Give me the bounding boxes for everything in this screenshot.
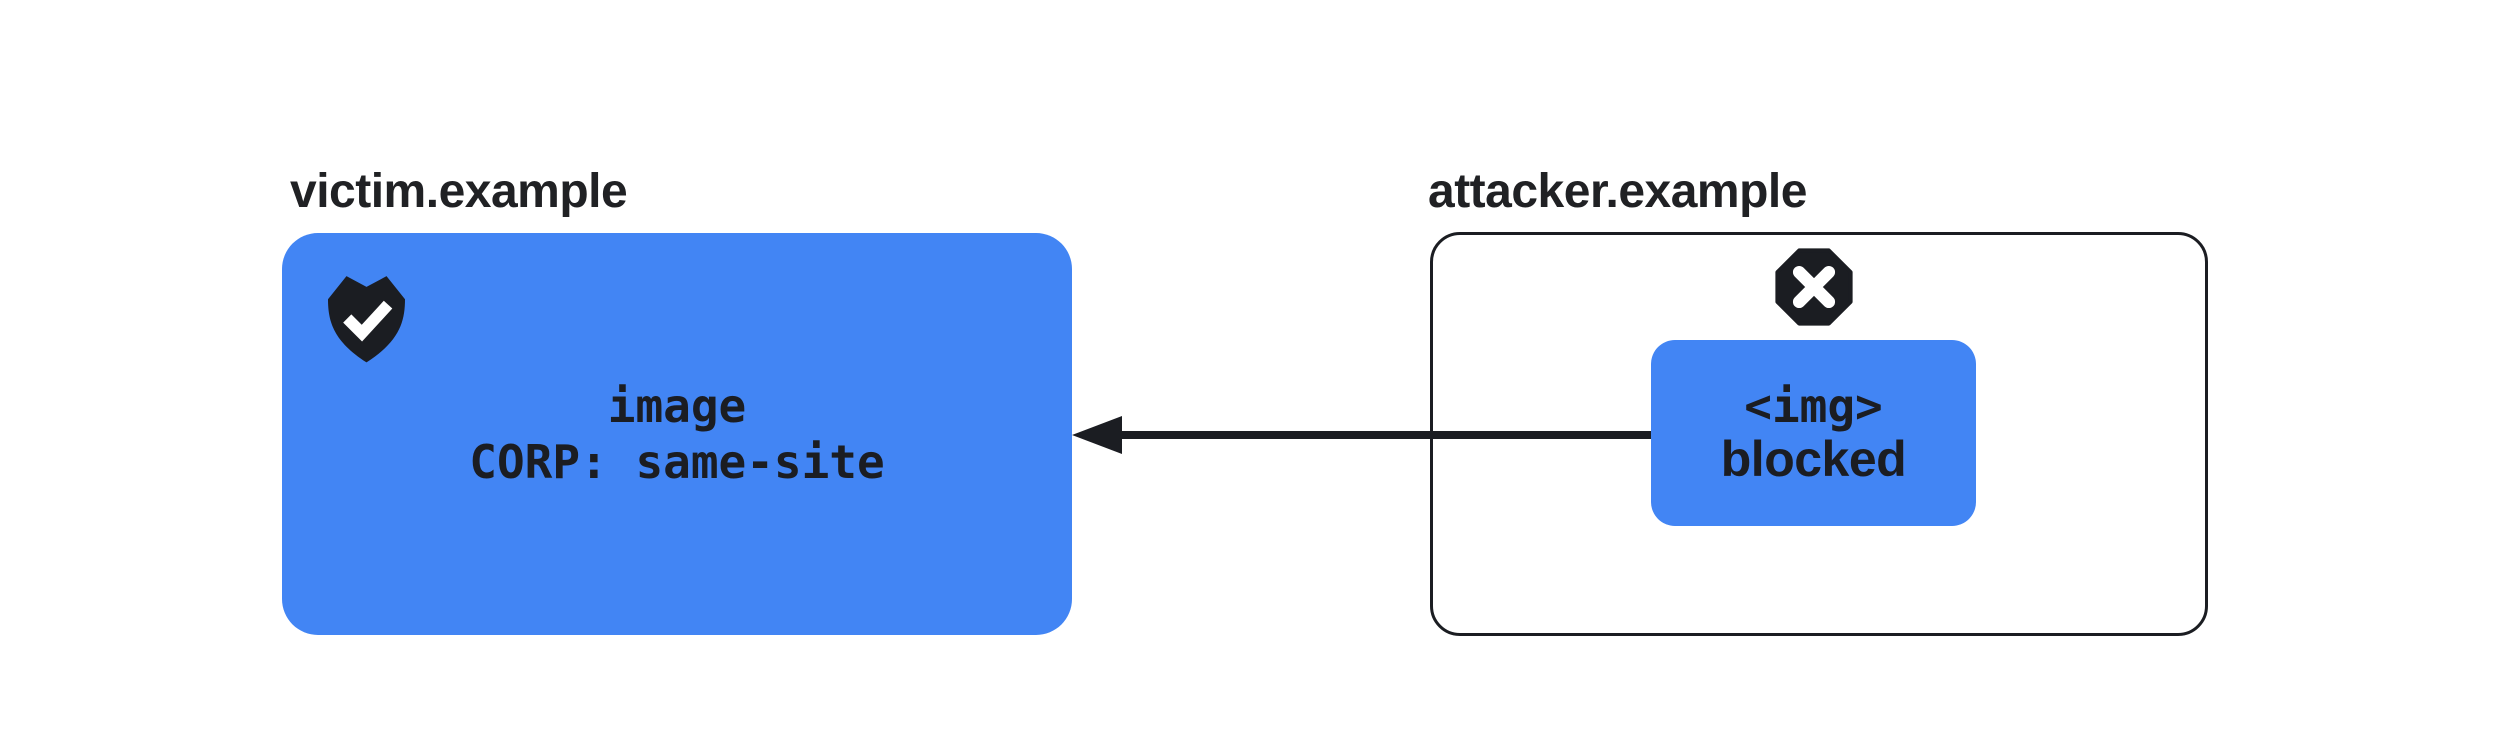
attacker-domain-label: attacker.example bbox=[1428, 165, 1807, 218]
blocked-status-label: blocked bbox=[1720, 431, 1907, 487]
request-arrow-shaft bbox=[1122, 431, 1651, 439]
blocked-request-card: <img> blocked bbox=[1651, 340, 1976, 526]
resource-type-label: image bbox=[607, 379, 747, 433]
shield-check-icon bbox=[328, 276, 405, 363]
img-tag-label: <img> bbox=[1744, 379, 1883, 433]
blocked-octagon-x-icon bbox=[1775, 248, 1853, 326]
victim-resource-card: image CORP: same-site bbox=[282, 233, 1072, 635]
corp-header-label: CORP: same-site bbox=[469, 435, 885, 489]
request-arrow-head-icon bbox=[1072, 416, 1122, 454]
victim-domain-label: victim.example bbox=[290, 165, 628, 218]
